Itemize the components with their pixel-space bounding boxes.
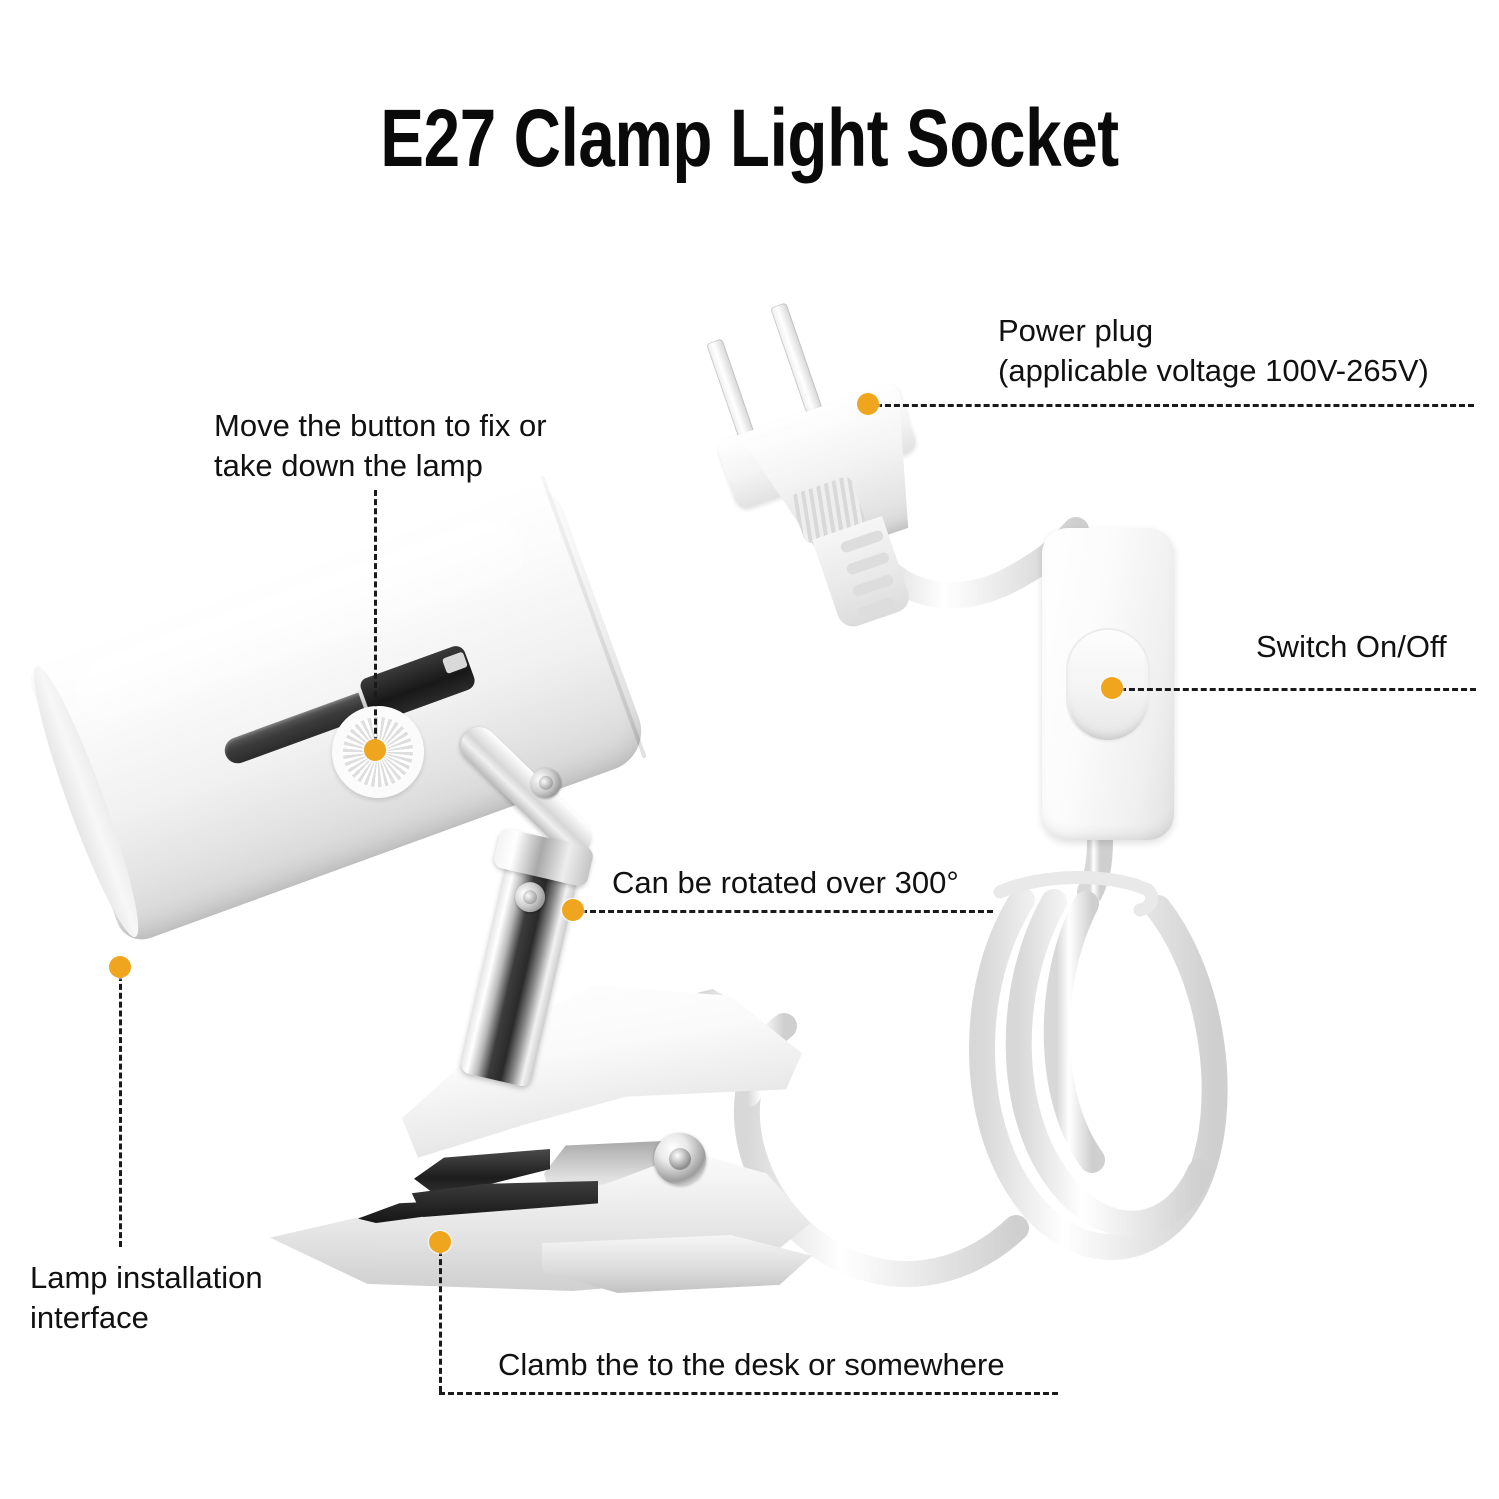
leader-line-rotation: [581, 910, 993, 913]
marker-dot-lamp-interface[interactable]: [109, 956, 131, 978]
yoke-screw-bottom: [510, 877, 550, 917]
leader-line-switch: [1120, 688, 1476, 691]
leader-line-clamp-vertical: [439, 1250, 442, 1392]
marker-dot-knob[interactable]: [364, 739, 386, 761]
leader-line-clamp-horizontal: [439, 1392, 1058, 1395]
callout-label-power-plug: Power plug (applicable voltage 100V-265V…: [998, 313, 1429, 388]
marker-dot-clamp[interactable]: [429, 1231, 451, 1253]
marker-dot-rotation[interactable]: [562, 899, 584, 921]
callout-label-knob: Move the button to fix or take down the …: [214, 408, 547, 483]
leader-line-knob: [374, 490, 377, 752]
callout-label-lamp-interface: Lamp installation interface: [30, 1260, 263, 1335]
plug-prong-right: [769, 302, 823, 414]
page-title: E27 Clamp Light Socket: [380, 93, 1119, 184]
leader-line-lamp-interface: [119, 975, 122, 1247]
clamp-foot: [542, 1235, 812, 1293]
callout-label-switch: Switch On/Off: [1256, 629, 1447, 664]
power-plug: [705, 300, 988, 631]
leader-line-power-plug: [876, 404, 1474, 407]
spring-clamp: [262, 985, 822, 1293]
marker-dot-power-plug[interactable]: [857, 393, 879, 415]
clamp-upper-jaw: [402, 985, 802, 1158]
clamp-pivot-screw: [654, 1133, 706, 1185]
callout-label-rotation: Can be rotated over 300°: [612, 865, 959, 900]
callout-label-clamp: Clamb the to the desk or somewhere: [498, 1347, 1005, 1382]
marker-dot-switch[interactable]: [1101, 677, 1123, 699]
